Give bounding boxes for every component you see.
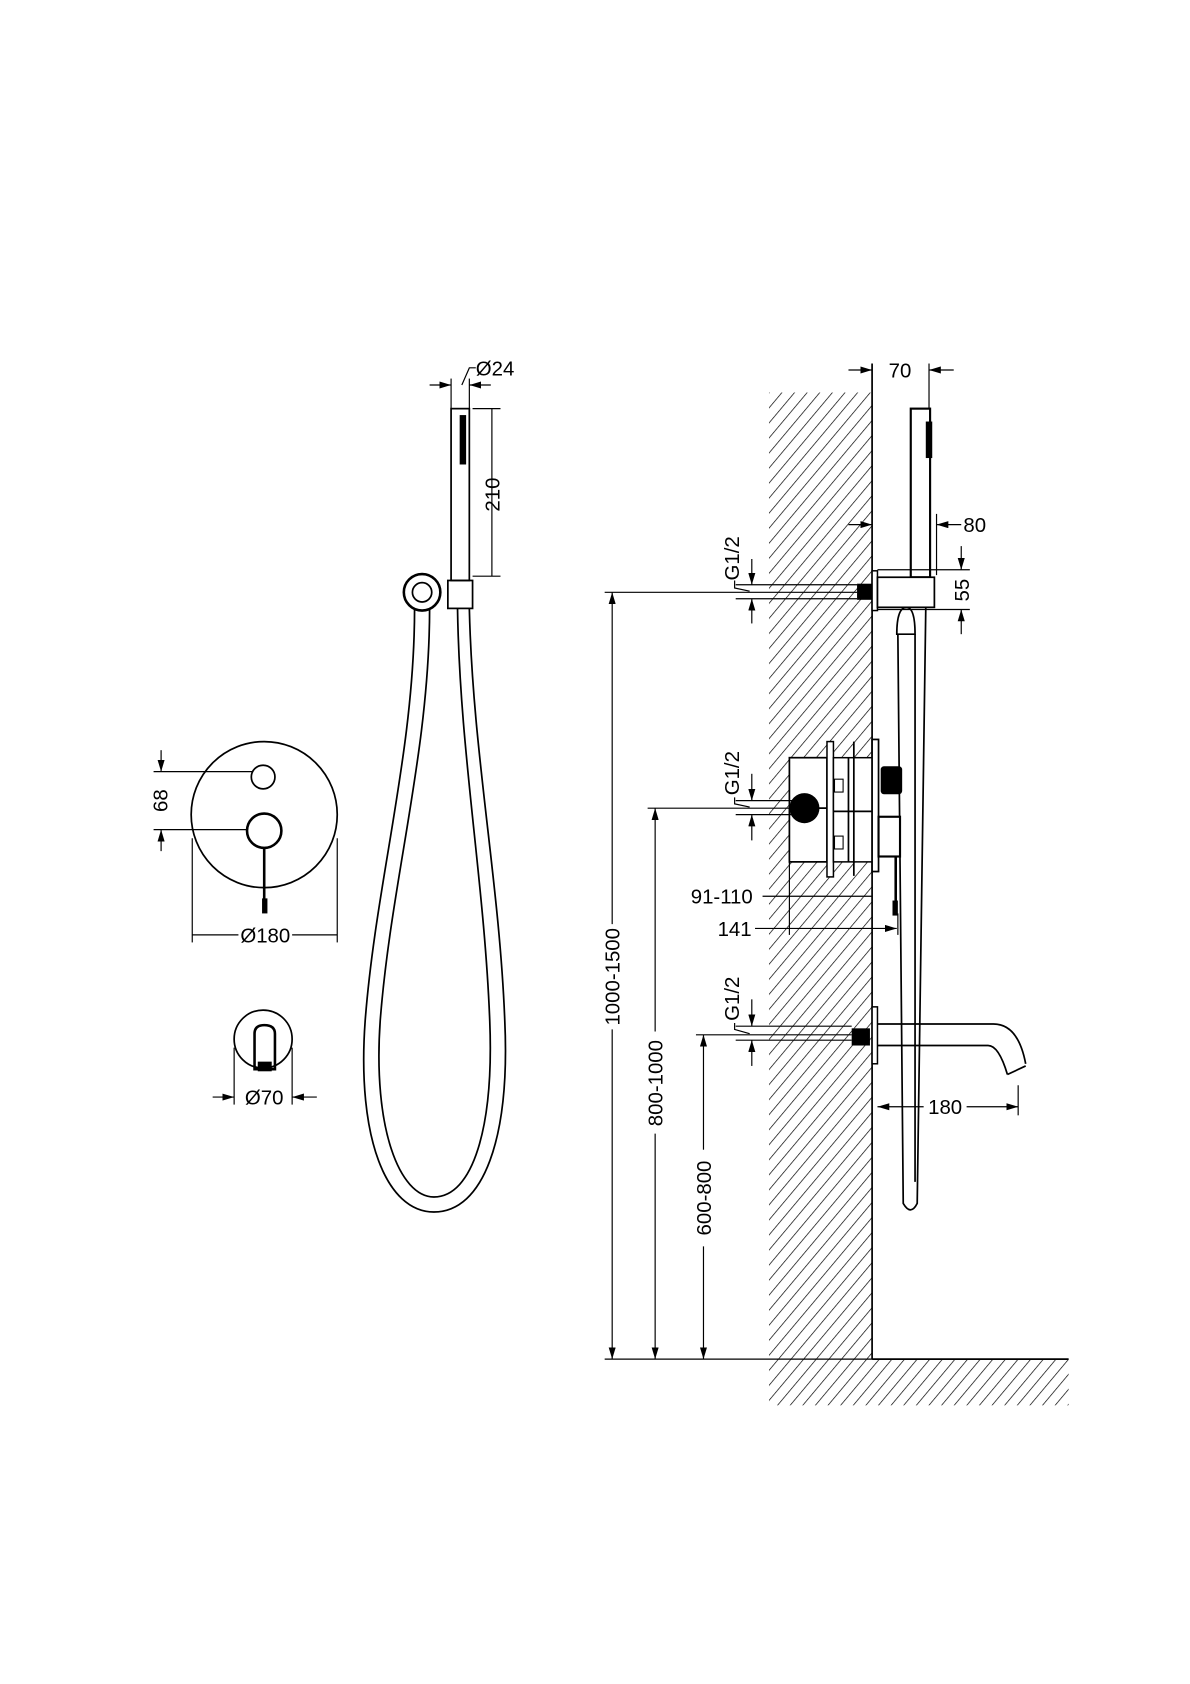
wall-section	[768, 363, 1069, 1406]
dimension-handshower-diameter: Ø24	[429, 358, 515, 409]
label-spout-projection: 180	[928, 1097, 962, 1119]
label-handshower-length: 210	[482, 478, 504, 512]
thread-top: G1/2	[722, 536, 858, 624]
label-box-depth: 91-110	[691, 887, 753, 909]
label-mixer-height-from-floor: 800-1000	[646, 1040, 668, 1126]
label-thread-mixer: G1/2	[722, 751, 744, 795]
dimension-handshower-length: 210	[472, 408, 504, 577]
label-spout-diameter: Ø70	[245, 1088, 284, 1110]
handshower-front	[362, 407, 507, 1213]
dimension-handshower-projection: 70	[848, 360, 954, 409]
dimension-holder-height-from-floor: 1000-1500	[603, 591, 873, 1360]
label-holder-height-from-floor: 1000-1500	[603, 928, 625, 1026]
dimension-holder-projection: 80	[848, 513, 986, 576]
mixer-body-side	[788, 738, 903, 916]
label-mixer-total-depth: 141	[718, 919, 752, 941]
label-spout-height-from-floor: 600-800	[694, 1161, 716, 1236]
dimension-holder-height: 55	[877, 546, 974, 635]
dimension-spout-projection: 180	[877, 1085, 1019, 1119]
mixer-plate-front	[190, 740, 339, 914]
label-thread-top: G1/2	[722, 536, 744, 580]
dimension-box-depth: 91-110	[691, 861, 873, 935]
dimension-mixer-diameter: Ø180	[191, 838, 338, 947]
spout-side	[851, 1006, 1027, 1076]
thread-mixer: G1/2	[722, 751, 795, 841]
label-mixer-diameter: Ø180	[240, 925, 290, 947]
dimension-handle-spacing: 68	[151, 750, 253, 852]
handshower-side	[857, 407, 936, 1211]
label-handshower-projection: 70	[889, 360, 912, 382]
dimension-spout-diameter: Ø70	[212, 1047, 317, 1110]
label-handle-spacing: 68	[151, 789, 173, 812]
label-holder-height: 55	[952, 579, 974, 602]
label-holder-projection: 80	[963, 515, 986, 537]
dimension-mixer-height-from-floor: 800-1000	[646, 807, 795, 1360]
label-thread-spout: G1/2	[722, 977, 744, 1021]
dimension-mixer-total-depth: 141	[718, 913, 899, 941]
spout-front	[233, 1009, 293, 1072]
label-handshower-diameter: Ø24	[476, 358, 515, 380]
thread-spout: G1/2	[722, 977, 852, 1066]
dimension-spout-height-from-floor: 600-800	[694, 1034, 852, 1360]
